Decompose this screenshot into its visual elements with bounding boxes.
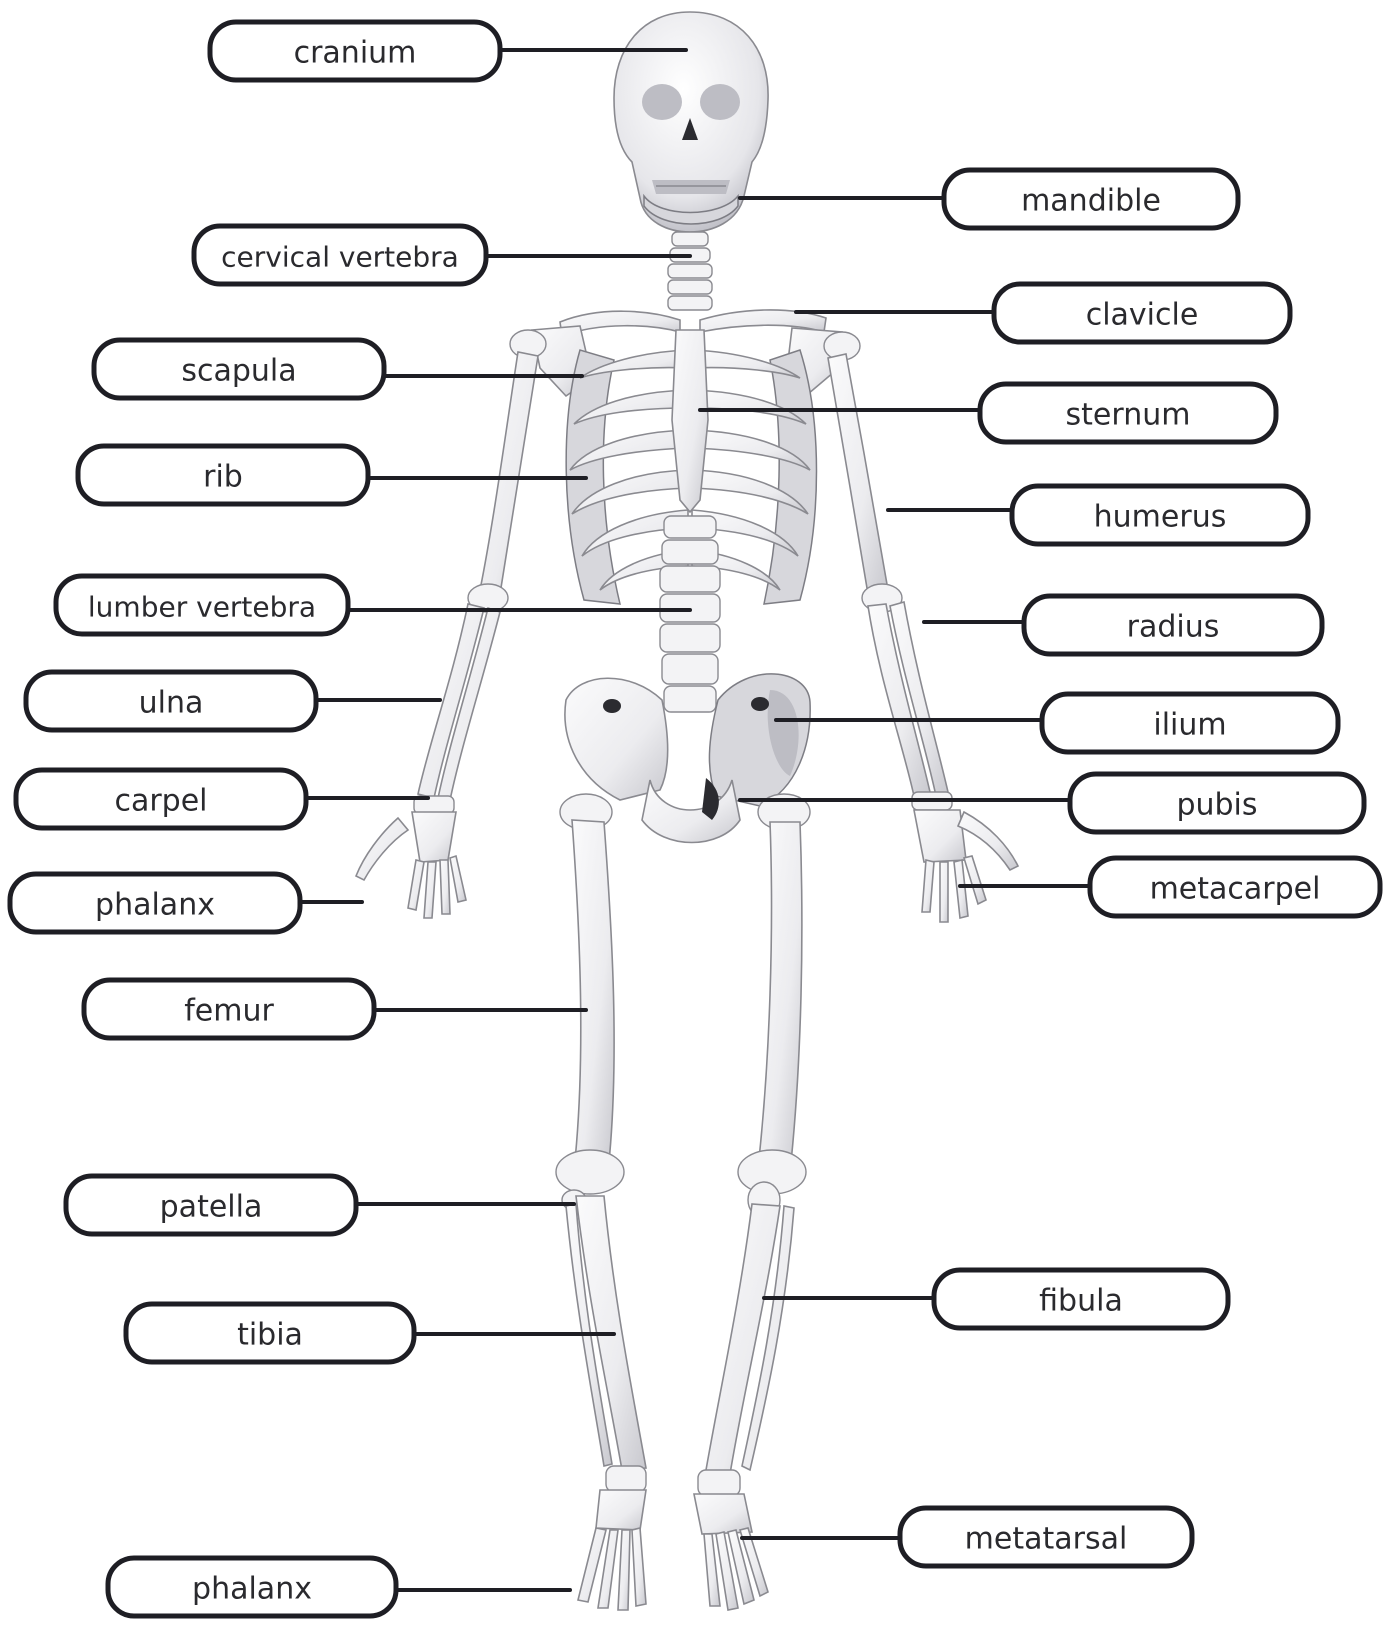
label-carpel: carpel [16,770,306,828]
arm-left [356,352,538,918]
label-cranium-text: cranium [294,36,417,71]
label-fibula: fibula [934,1270,1228,1328]
label-mandible-text: mandible [1021,184,1161,219]
label-metacarpel-text: metacarpel [1150,872,1321,907]
label-cervical-vertebra-text: cervical vertebra [221,241,459,274]
label-rib-text: rib [203,460,243,495]
label-phalanx-hand: phalanx [10,874,300,932]
label-radius-text: radius [1127,610,1220,645]
label-carpel-text: carpel [114,784,207,819]
label-metacarpel: metacarpel [1090,858,1380,916]
label-femur: femur [84,980,374,1038]
label-phalanx-foot: phalanx [108,1558,396,1616]
label-metatarsal: metatarsal [900,1508,1192,1566]
label-femur-text: femur [184,994,274,1029]
label-sternum-text: sternum [1066,398,1191,433]
label-mandible: mandible [944,170,1238,228]
label-ulna: ulna [26,672,316,730]
label-scapula-text: scapula [181,354,296,389]
label-sternum: sternum [980,384,1276,442]
label-ilium: ilium [1042,694,1338,752]
label-humerus: humerus [1012,486,1308,544]
label-pubis: pubis [1070,774,1364,832]
label-tibia-text: tibia [237,1318,303,1353]
label-cervical-vertebra: cervical vertebra [194,226,486,284]
label-ulna-text: ulna [139,686,204,721]
label-radius: radius [1024,596,1322,654]
label-lumber-vertebra: lumber vertebra [56,576,348,634]
label-rib: rib [78,446,368,504]
label-patella-text: patella [160,1190,263,1225]
label-pubis-text: pubis [1176,788,1257,823]
label-clavicle-text: clavicle [1086,298,1199,333]
label-cranium: cranium [210,22,500,80]
label-humerus-text: humerus [1094,500,1227,535]
label-phalanx-foot-text: phalanx [192,1572,312,1607]
label-tibia: tibia [126,1304,414,1362]
leg-right [694,794,810,1610]
label-phalanx-hand-text: phalanx [95,888,215,923]
label-patella: patella [66,1176,356,1234]
label-fibula-text: fibula [1039,1284,1123,1319]
label-scapula: scapula [94,340,384,398]
label-metatarsal-text: metatarsal [965,1522,1128,1557]
cervical-spine [668,232,712,310]
lumbar-spine [660,516,720,712]
label-ilium-text: ilium [1153,708,1226,743]
label-lumber-vertebra-text: lumber vertebra [88,591,316,624]
label-clavicle: clavicle [994,284,1290,342]
